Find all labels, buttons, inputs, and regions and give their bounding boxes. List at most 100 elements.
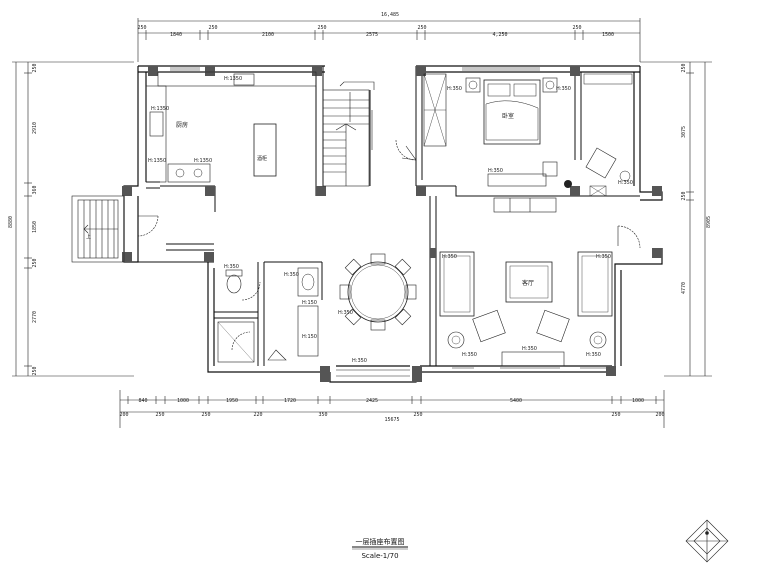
windows [170, 67, 606, 377]
outlet-tag: H:1350 [148, 158, 166, 164]
dim-label: 4770 [681, 282, 687, 294]
nightstand [465, 77, 481, 93]
right-dimension-chain [640, 61, 712, 377]
left-sofa [439, 251, 475, 317]
washbasin [297, 267, 319, 297]
outlet-tag: H:350 [338, 310, 353, 316]
dim-label: 220 [253, 412, 262, 418]
side-table [589, 331, 607, 349]
outlet-tag: H:350 [586, 352, 601, 358]
dim-label: 250 [681, 191, 687, 200]
outlet-tag: H:150 [302, 300, 317, 306]
nightstand [542, 77, 558, 93]
entry-steps [71, 195, 125, 263]
bathroom-doors [231, 281, 261, 351]
dim-label: 1840 [170, 32, 182, 38]
tv-console [501, 351, 565, 367]
outlet-tag: H:350 [556, 86, 571, 92]
dining-chairs [339, 253, 417, 331]
dim-label: 3075 [681, 126, 687, 138]
dim-label: 250 [201, 412, 210, 418]
outlet-tag: H:350 [618, 180, 633, 186]
dim-label: 250 [32, 366, 38, 375]
toilet [226, 274, 242, 294]
structural-columns [122, 66, 662, 382]
coffee-table [505, 261, 553, 303]
outlet-tag: H:350 [488, 168, 503, 174]
interior-walls [124, 66, 640, 366]
bottom-dimension-chain [119, 390, 665, 428]
dim-label: 2770 [32, 311, 38, 323]
right-dimension-labels: 250 3075 250 4770 8905 [681, 63, 712, 294]
dim-label: 250 [413, 412, 422, 418]
living-label: 客厅 [522, 279, 534, 287]
dining-table [347, 261, 409, 323]
main-stair [322, 81, 375, 187]
desk-chair [542, 161, 558, 177]
kitchen-counter-top [157, 71, 317, 87]
dim-label: 250 [317, 25, 326, 31]
washer [297, 305, 319, 357]
outlet-tag: H:1350 [151, 106, 169, 112]
sink [149, 111, 164, 137]
kitchen-counter-left [145, 85, 167, 183]
left-total-dimension: 8880 [8, 216, 14, 228]
drawing-title: 一层插座布置图 [356, 537, 405, 546]
dim-label: 250 [137, 25, 146, 31]
bedroom-label: 卧室 [502, 112, 514, 120]
left-dimension-labels: 8880 250 2910 360 1850 250 2770 250 [8, 63, 38, 375]
hall-door [395, 139, 417, 161]
kitchen-label: 厨房 [176, 121, 188, 129]
double-bed [483, 79, 541, 145]
dim-label: 360 [32, 185, 38, 194]
kitchen: 厨房 酒柜 H:1350 H:1350 H:1350 H:1350 [145, 71, 317, 183]
dim-label: 5400 [510, 398, 522, 404]
bottom-dimension-labels: 200 840 250 1000 250 1950 220 1720 350 2… [119, 398, 664, 418]
dim-label: 250 [155, 412, 164, 418]
kitchen-island [253, 123, 277, 177]
armchair [536, 309, 570, 343]
dim-label: 1500 [602, 32, 614, 38]
bathroom: H:350 H:350 H:150 H:150 [217, 264, 319, 363]
dim-label: 250 [32, 63, 38, 72]
outlet-tag: H:350 [224, 264, 239, 270]
dim-label: 1000 [632, 398, 644, 404]
bedroom: 卧室 H:350 H:350 H:350 H:350 [423, 73, 633, 197]
dim-label: 1720 [284, 398, 296, 404]
island-label: 酒柜 [257, 155, 267, 162]
drawing-scale: Scale-1/70 [361, 552, 398, 560]
outlet-tag: H:1350 [194, 158, 212, 164]
side-door [617, 225, 641, 249]
right-total-dimension: 8905 [706, 216, 712, 228]
dim-label: 2910 [32, 122, 38, 134]
entry-stair-label: 上 [86, 233, 91, 240]
outlet-tag: H:350 [522, 346, 537, 352]
armchair [472, 309, 506, 343]
side-table [447, 331, 465, 349]
dim-label: 250 [572, 25, 581, 31]
dim-label: 250 [32, 258, 38, 267]
outlet-tag: H:350 [462, 352, 477, 358]
dim-label: 250 [681, 63, 687, 72]
tv-cabinet [487, 173, 547, 187]
dim-label: 1000 [177, 398, 189, 404]
top-total-dimension: 16,485 [381, 12, 399, 18]
outlet-tag: H:350 [447, 86, 462, 92]
stove [167, 163, 211, 183]
outlet-tag: H:150 [302, 334, 317, 340]
bottom-total-dimension: 15675 [384, 417, 399, 423]
bedroom-window-seat [583, 73, 633, 85]
dim-label: 4,250 [492, 32, 507, 38]
outlet-tag: H:350 [284, 272, 299, 278]
outlet-tag: H:350 [596, 254, 611, 260]
dim-label: 200 [655, 412, 664, 418]
dim-label: 2100 [262, 32, 274, 38]
fridge [233, 73, 255, 86]
entry-door [137, 215, 159, 237]
dim-label: 1950 [226, 398, 238, 404]
top-dimension-labels: 250 1840 250 2100 250 2575 250 4,250 250… [137, 25, 614, 38]
right-sofa [577, 251, 613, 317]
dim-label: 2575 [366, 32, 378, 38]
shower [217, 321, 255, 363]
compass-icon [685, 519, 729, 563]
